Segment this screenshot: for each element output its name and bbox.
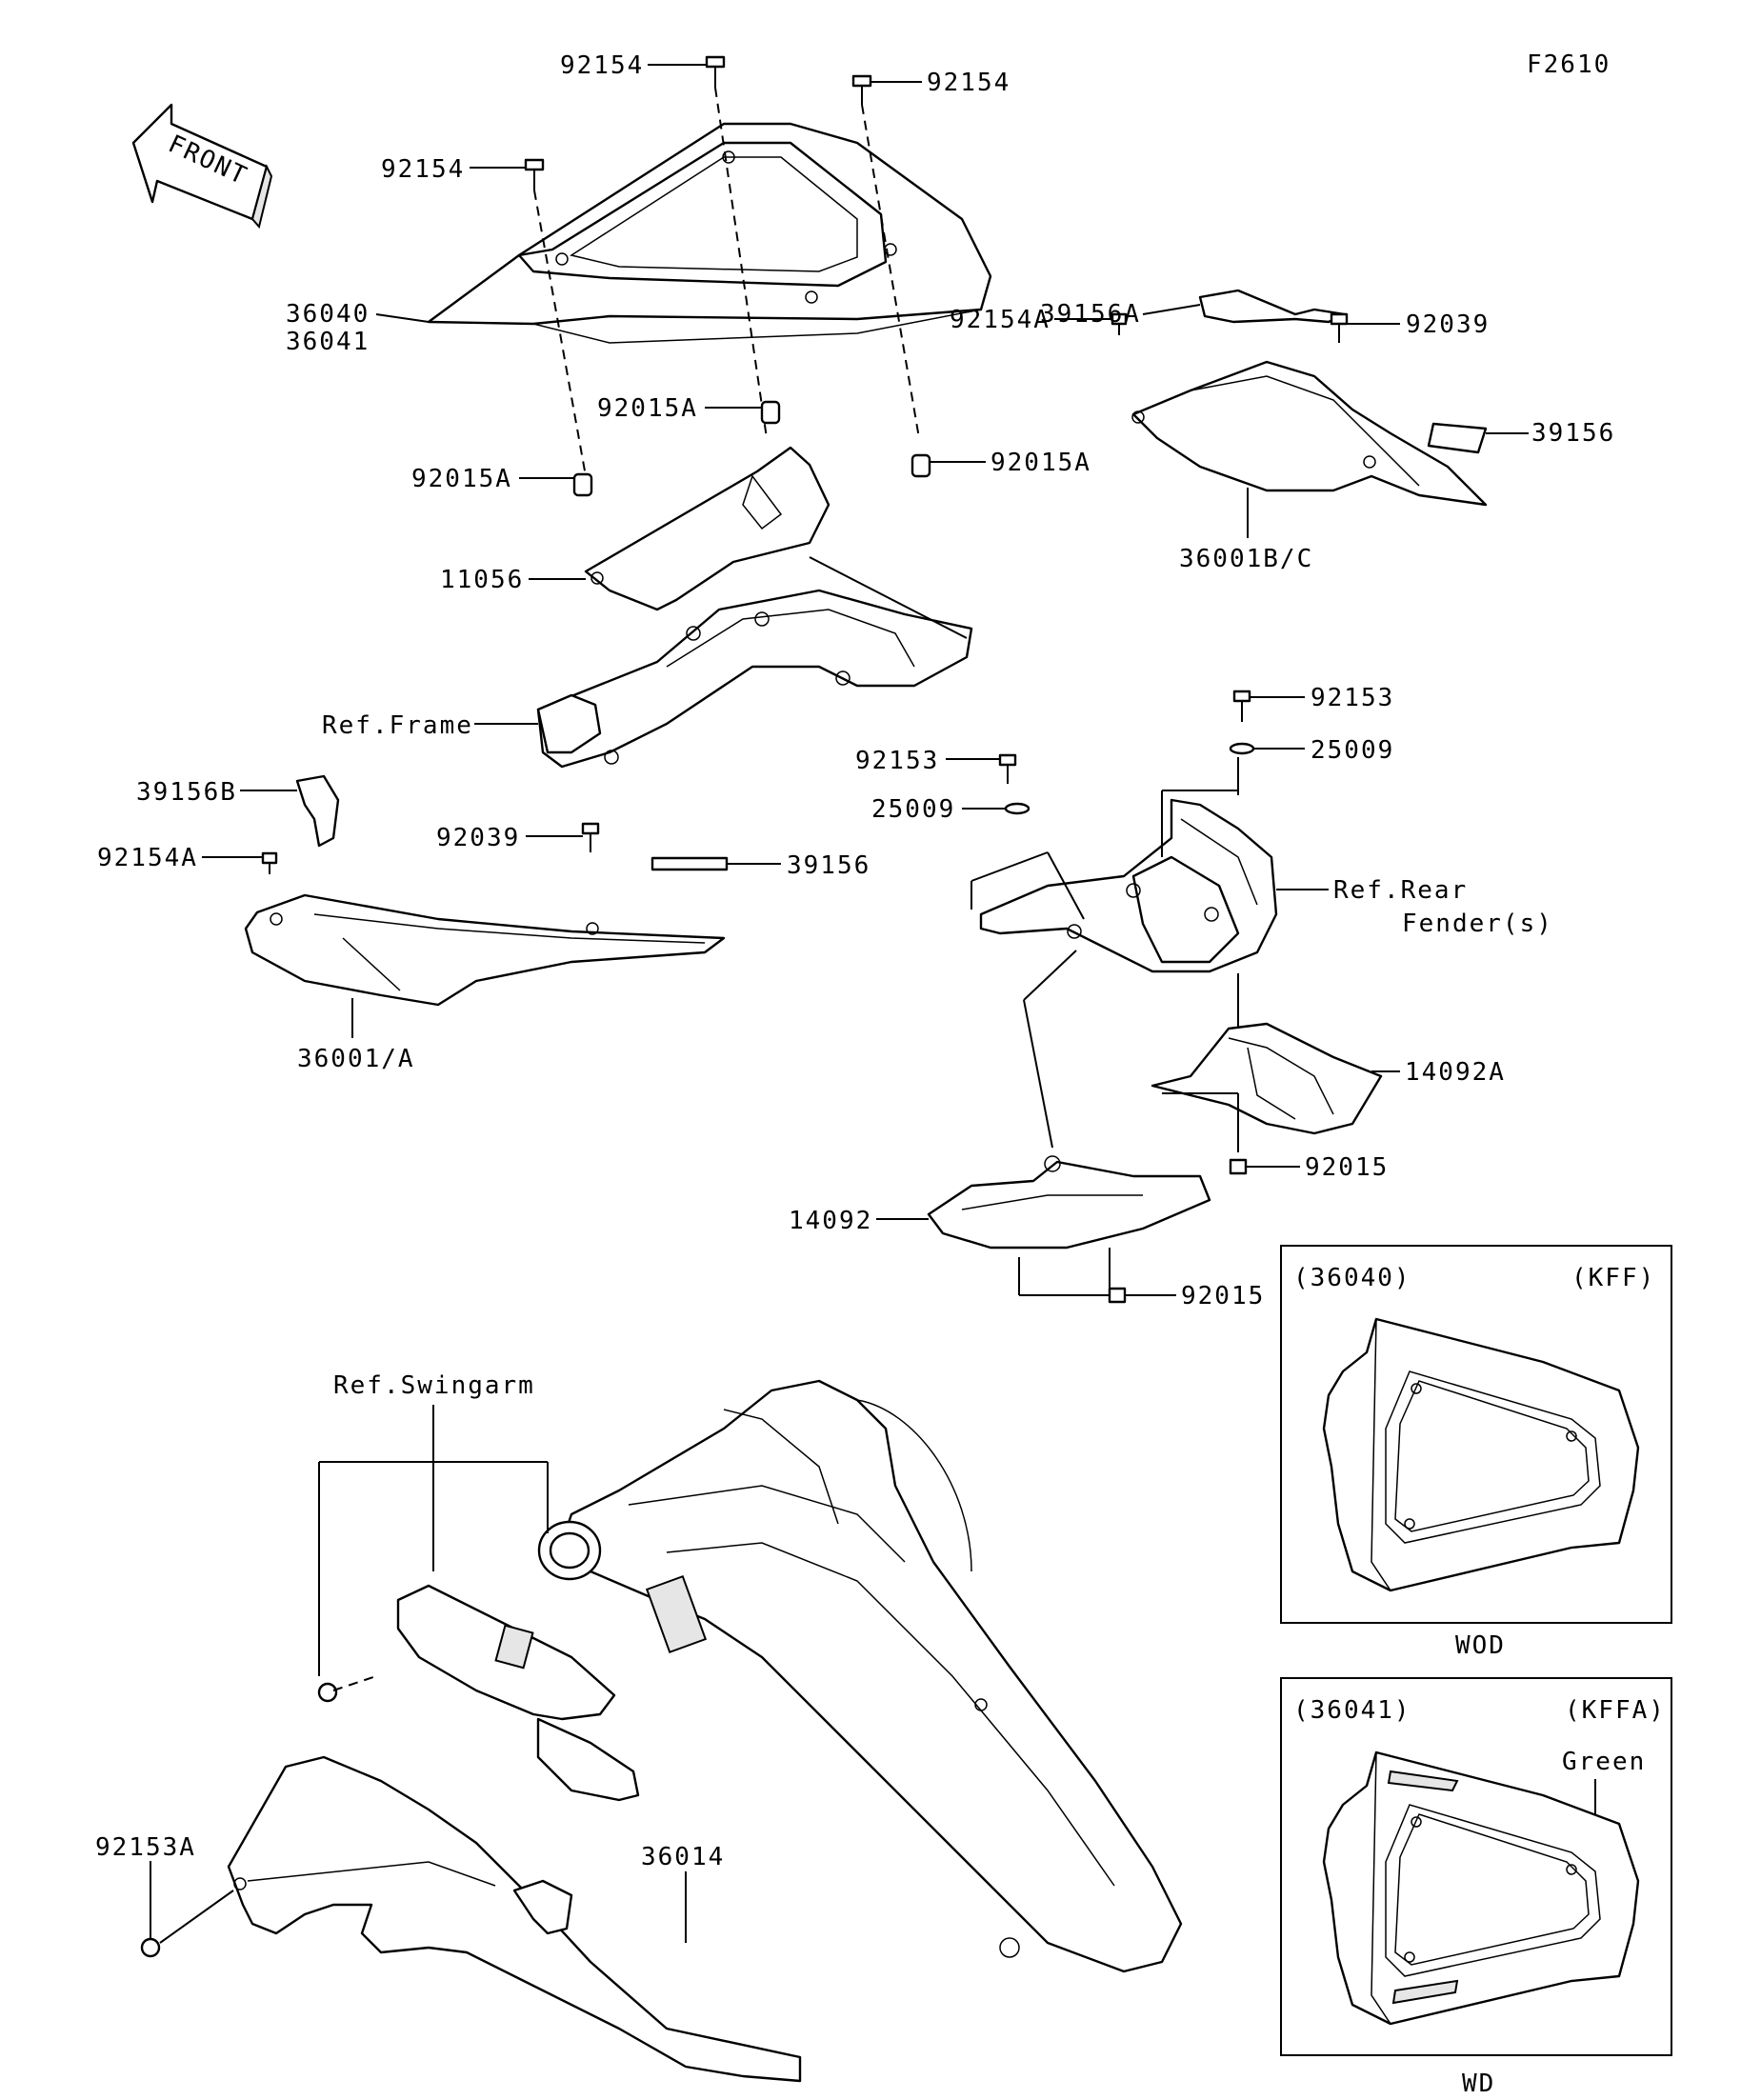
callout-36040: 36040 — [286, 300, 370, 329]
cover-14092A — [1151, 1022, 1383, 1135]
ref-swingarm-label: Ref.Swingarm — [333, 1371, 535, 1400]
inset-variant: (KFFA) — [1565, 1696, 1666, 1725]
callout-39156: 39156 — [1531, 419, 1615, 448]
ref-rear-fender-label: Fender(s) — [1402, 910, 1553, 938]
nut-92015-icon — [1229, 1158, 1248, 1175]
grommet-92015A-icon — [760, 400, 781, 425]
screw-92154-icon — [524, 158, 545, 190]
grommet-92015A-icon — [911, 453, 931, 478]
screw-92154A-icon — [261, 851, 278, 874]
chain-guard-36014 — [227, 1755, 802, 2083]
subframe-ref-frame — [536, 589, 973, 769]
bracket-11056 — [584, 446, 830, 611]
side-cover-36001A — [244, 893, 726, 1007]
washer-25009-icon — [1004, 802, 1031, 815]
swingarm-ref — [537, 1379, 1183, 1973]
inset-part-number: (36040) — [1293, 1264, 1411, 1292]
inset-wd: (36041) (KFFA) Green WD — [1280, 1677, 1672, 2098]
bracket-39156B — [295, 774, 340, 848]
decal-39156 — [1427, 422, 1488, 454]
inset-part-number: (36041) — [1293, 1696, 1411, 1725]
rear-fender-ref — [979, 798, 1278, 973]
callout-92015A: 92015A — [597, 394, 698, 423]
callout-39156A: 39156A — [1040, 300, 1141, 329]
inset-color-note: Green — [1562, 1748, 1646, 1776]
callout-92039: 92039 — [1406, 310, 1490, 339]
screw-92154-icon — [705, 55, 726, 88]
cover-14092 — [927, 1155, 1211, 1250]
callout-36001BC: 36001B/C — [1179, 545, 1313, 573]
callout-39156B: 39156B — [136, 778, 237, 807]
seat-cover-36040 — [427, 122, 992, 344]
decal-39156A — [1198, 289, 1347, 324]
screw-92153A-icon — [140, 1937, 161, 1958]
grommet-92015A-icon — [572, 472, 593, 497]
screw-92039-icon — [1330, 312, 1349, 343]
inset-caption: WD — [1462, 2070, 1495, 2098]
side-cover-36001BC — [1131, 360, 1488, 507]
callout-39156: 39156 — [787, 851, 870, 880]
callout-25009: 25009 — [1311, 736, 1394, 765]
washer-25009-icon — [1229, 742, 1255, 755]
callout-25009: 25009 — [871, 795, 955, 824]
figure-code: F2610 — [1527, 50, 1611, 79]
screw-92039-icon — [581, 822, 600, 852]
callout-92154A: 92154A — [950, 306, 1051, 334]
screw-92153-icon — [1232, 690, 1251, 722]
callout-92154: 92154 — [560, 51, 644, 80]
callout-14092A: 14092A — [1405, 1058, 1506, 1087]
chain-guard-upper — [396, 1584, 640, 1802]
inset-variant: (KFF) — [1571, 1264, 1655, 1292]
screw-92154-icon — [851, 74, 872, 105]
ref-frame-label: Ref.Frame — [322, 711, 473, 740]
callout-36001A: 36001/A — [297, 1045, 415, 1073]
front-arrow-icon: FRONT — [131, 103, 273, 230]
decal-39156 — [650, 856, 729, 871]
nut-92015-icon — [1108, 1287, 1127, 1304]
callout-36014: 36014 — [641, 1843, 725, 1871]
callout-92015A: 92015A — [411, 465, 512, 493]
callout-92015A: 92015A — [991, 449, 1091, 477]
screw-92153A-icon — [317, 1682, 338, 1703]
screw-92153-icon — [998, 753, 1017, 784]
inset-wod: (36040) (KFF) WOD — [1280, 1245, 1672, 1660]
callout-92015: 92015 — [1181, 1282, 1265, 1310]
callout-92154: 92154 — [927, 69, 1011, 97]
callout-11056: 11056 — [440, 566, 524, 594]
callout-36041: 36041 — [286, 328, 370, 356]
inset-caption: WOD — [1455, 1631, 1506, 1660]
callout-92153: 92153 — [1311, 684, 1394, 712]
callout-92039: 92039 — [436, 824, 520, 852]
callout-92153: 92153 — [855, 747, 939, 775]
ref-rear-fender-label: Ref.Rear — [1333, 876, 1468, 905]
callout-92015: 92015 — [1305, 1153, 1389, 1182]
callout-92154A: 92154A — [97, 844, 198, 872]
callout-92154: 92154 — [381, 155, 465, 184]
callout-92153A: 92153A — [95, 1833, 196, 1862]
callout-14092: 14092 — [789, 1207, 872, 1235]
